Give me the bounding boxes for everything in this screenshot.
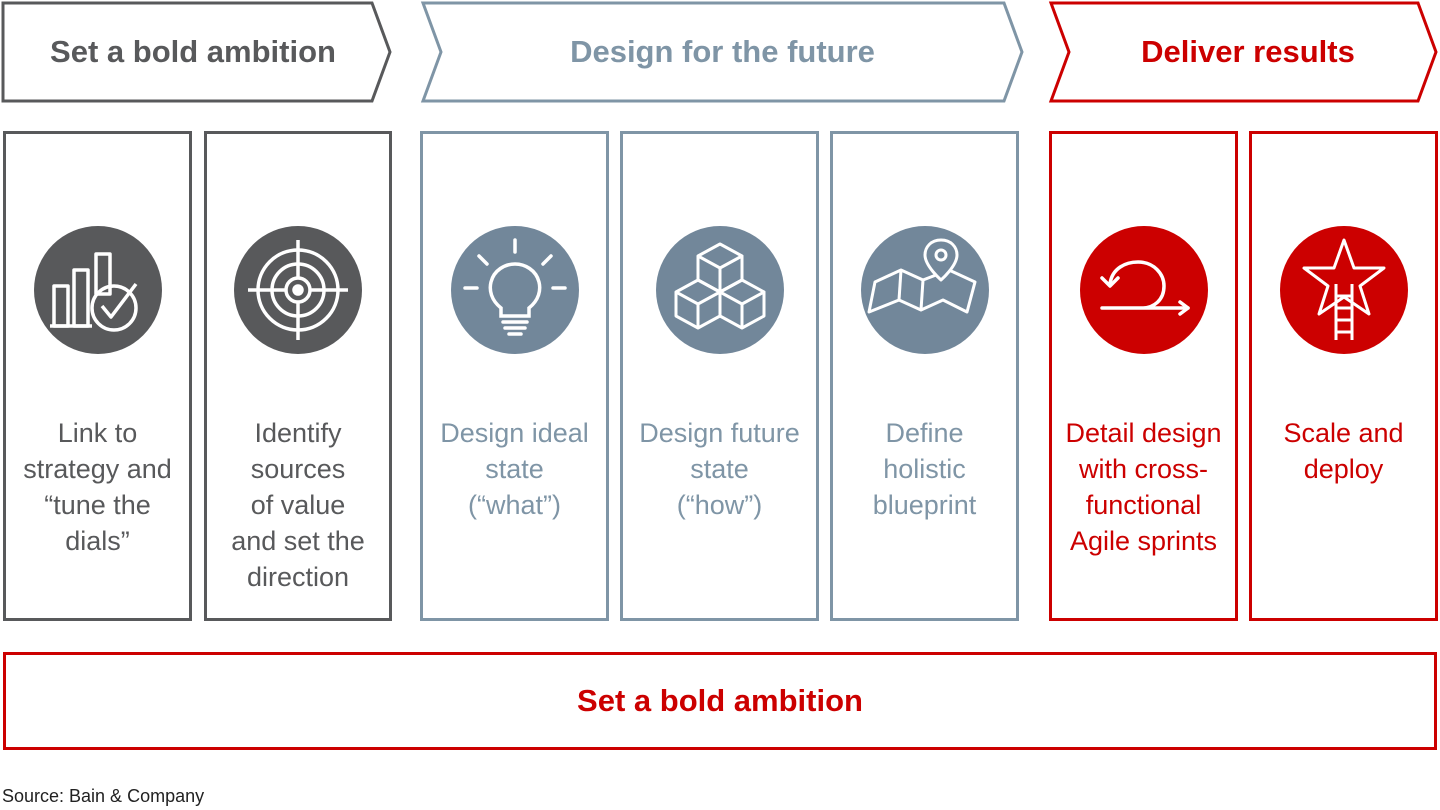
step-label: Design ideal state (“what”) [440, 418, 589, 520]
step-label: Define holistic blueprint [872, 418, 977, 520]
step-card-link-strategy: Link to strategy and “tune the dials” [3, 131, 192, 621]
target-icon [234, 226, 362, 354]
phase-chevron-design-future: Design for the future [420, 0, 1030, 104]
bar-chart-check-icon [33, 226, 162, 354]
step-label: Design future state (“how”) [639, 418, 800, 520]
phase-label: Set a bold ambition [50, 34, 336, 69]
phase-label: Deliver results [1141, 34, 1355, 69]
banner-label: Set a bold ambition [577, 683, 863, 718]
loop-arrow-icon [1079, 226, 1208, 354]
step-card-detail-design: Detail design with cross- functional Agi… [1049, 131, 1238, 621]
phase-label: Design for the future [570, 34, 875, 69]
chevron-shape [1048, 1, 1438, 103]
star-ladder-icon [1279, 226, 1408, 354]
step-card-ideal-state: Design ideal state (“what”) [420, 131, 609, 621]
cubes-icon [655, 226, 784, 354]
phase-chevron-set-ambition: Set a bold ambition [0, 0, 400, 104]
map-pin-icon [860, 226, 989, 354]
lightbulb-icon [450, 226, 579, 354]
step-card-identify-value: Identify sources of value and set the di… [204, 131, 392, 621]
step-label: Identify sources of value and set the di… [231, 418, 365, 592]
step-card-scale-deploy: Scale and deploy [1249, 131, 1438, 621]
phase-chevron-deliver-results: Deliver results [1048, 0, 1440, 104]
step-label: Detail design with cross- functional Agi… [1065, 418, 1222, 556]
chevron-shape [420, 1, 1024, 103]
chevron-shape [1, 1, 392, 103]
step-card-holistic-blueprint: Define holistic blueprint [830, 131, 1019, 621]
bottom-banner: Set a bold ambition [3, 652, 1437, 750]
source-note: Source: Bain & Company [2, 786, 205, 806]
step-label: Scale and deploy [1283, 418, 1404, 484]
step-card-future-state: Design future state (“how”) [620, 131, 819, 621]
step-label: Link to strategy and “tune the dials” [23, 418, 172, 556]
